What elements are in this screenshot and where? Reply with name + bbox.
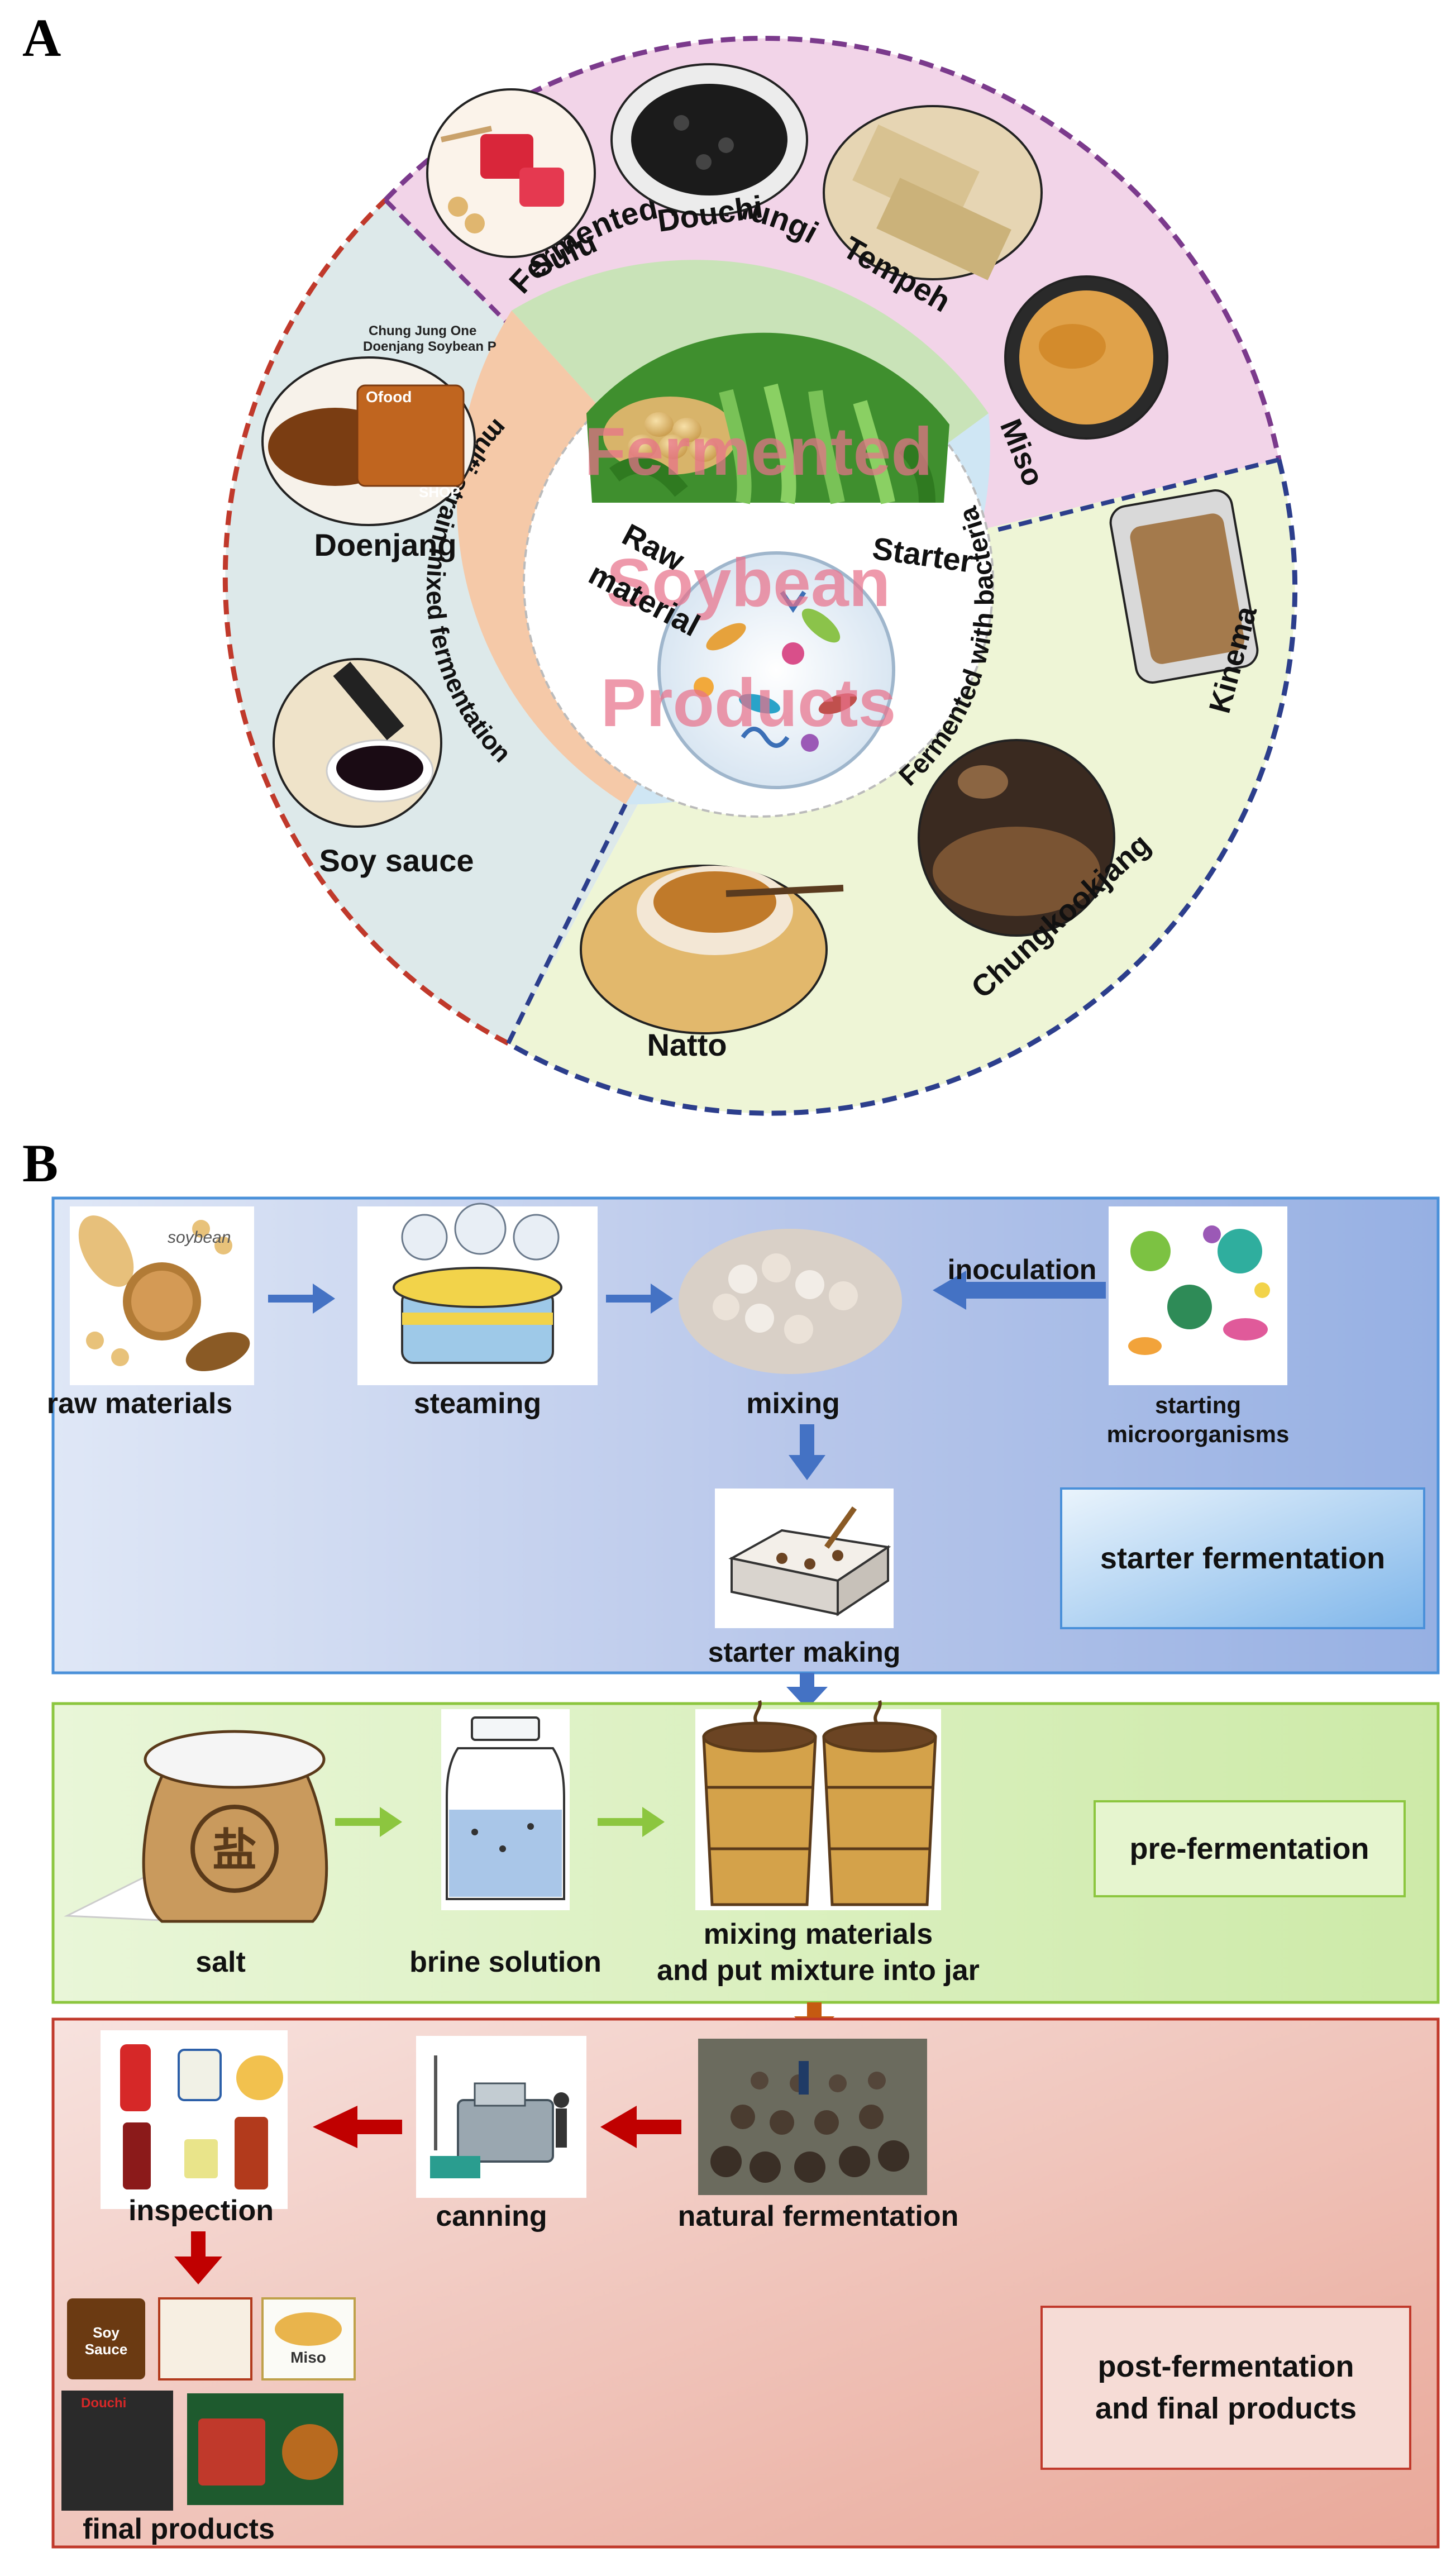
arrow-steaming-to-mixing: [606, 1284, 673, 1314]
jars-image: [695, 1700, 941, 1910]
mixing-materials-label-2: and put mixture into jar: [657, 1954, 980, 1987]
stage3-title-line-1: post-fermentation: [1098, 2350, 1354, 2383]
kinema-image: [1109, 489, 1259, 684]
microorganism-dish-image: [657, 551, 895, 789]
arrow-canning-to-inspection: [313, 2106, 402, 2148]
stage3-title-line-2: and final products: [1095, 2392, 1357, 2425]
miso-tag: Miso: [290, 2349, 326, 2366]
sufu-image: [426, 88, 596, 258]
soy-sauce-image: [273, 658, 442, 828]
stage-pre-fermentation: 盐 salt brine solution: [51, 1700, 1440, 2004]
canning-label: canning: [436, 2200, 547, 2232]
natural-fermentation-label: natural fermentation: [678, 2200, 959, 2232]
arrow-brine-to-jar: [598, 1807, 665, 1837]
raw-materials-label: raw materials: [47, 1387, 232, 1420]
stage-starter-fermentation: soybean raw materials steaming mixing: [47, 1196, 1440, 1675]
stage-post-fermentation: natural fermentation canning: [51, 2017, 1440, 2549]
raw-materials-image: soybean: [70, 1206, 254, 1385]
center-title: Fermented Soybean Products: [584, 413, 933, 741]
panel-b: B soybean raw materials: [22, 1133, 1440, 2549]
mixed-dashed-border: [222, 198, 510, 1046]
final-products-image: Soy Sauce Miso Douchi: [61, 2297, 356, 2511]
divider-fungi-mixed: [384, 198, 521, 337]
miso-image: [1004, 275, 1168, 440]
center-title-line-3: Products: [601, 665, 896, 741]
mixing-materials-label-1: mixing materials: [704, 1918, 933, 1950]
steaming-image: [357, 1203, 598, 1385]
natto-label: Natto: [647, 1027, 727, 1062]
starting-microorganisms-image: [1109, 1206, 1287, 1385]
ofood-brand-text: Ofood: [366, 388, 412, 406]
center-title-line-2: Soybean: [607, 545, 891, 621]
stage1-title-box: [1060, 1487, 1425, 1629]
steaming-label: steaming: [414, 1387, 541, 1420]
center-title-line-1: Fermented: [584, 413, 933, 489]
starting-micro-label-1: starting: [1155, 1392, 1241, 1418]
arrow-stage1-to-stage2: [786, 1673, 828, 1709]
mixing-image: [679, 1229, 902, 1374]
inspection-label: inspection: [128, 2195, 274, 2227]
panel-a-letter: A: [22, 8, 61, 68]
natto-image: [580, 865, 844, 1034]
doenjang-brand-text-1: Chung Jung One: [369, 323, 476, 338]
arrow-inspection-to-final: [174, 2231, 222, 2284]
salt-label: salt: [195, 1946, 246, 1978]
stage3-title-box: [1040, 2306, 1411, 2470]
bacteria-dashed-border: [507, 459, 1298, 1116]
brine-solution-image: [441, 1709, 570, 1910]
inoculation-label: inoculation: [948, 1254, 1097, 1285]
chungkookjang-image: [918, 739, 1115, 937]
starting-micro-label-2: microorganisms: [1107, 1421, 1290, 1447]
douchi-tag: Douchi: [81, 2396, 126, 2411]
arrow-salt-to-brine: [335, 1807, 402, 1837]
divider-bacteria-mixed: [506, 803, 628, 1044]
stage2-title: pre-fermentation: [1129, 1832, 1369, 1866]
salt-image: 盐: [64, 1730, 328, 1923]
doenjang-image: Chung Jung One Doenjang Soybean P Ofood …: [261, 323, 497, 526]
soybean-tag: soybean: [168, 1228, 231, 1247]
douchi-image: [610, 63, 808, 216]
final-products-label: final products: [83, 2513, 275, 2545]
soy-tag: Soy: [93, 2324, 120, 2341]
salt-character: 盐: [212, 1825, 257, 1875]
sauce-tag: Sauce: [85, 2341, 128, 2358]
inspection-image: [101, 2030, 288, 2209]
brine-solution-label: brine solution: [409, 1946, 602, 1978]
panel-b-letter: B: [22, 1133, 58, 1193]
arrow-natural-to-canning: [600, 2106, 681, 2148]
panel-a: A: [22, 8, 1298, 1116]
doenjang-label: Doenjang: [314, 527, 456, 562]
starter-making-label: starter making: [708, 1637, 901, 1668]
mixing-label: mixing: [746, 1387, 840, 1420]
shop-text: SHOP: [419, 484, 460, 500]
stage1-title: starter fermentation: [1100, 1542, 1385, 1575]
arrow-raw-to-steaming: [268, 1284, 335, 1314]
arrow-mixing-to-starter-making: [789, 1424, 825, 1480]
soybean-plant-image: [586, 332, 949, 504]
divider-fungi-bacteria: [994, 457, 1280, 533]
tempeh-image: [823, 105, 1043, 280]
stage2-title-box: [1094, 1800, 1406, 1897]
doenjang-brand-text-2: Doenjang Soybean P: [363, 339, 497, 354]
soy-sauce-label: Soy sauce: [319, 843, 474, 878]
starter-making-image: [715, 1489, 894, 1628]
arrow-inoculation: [933, 1271, 1106, 1310]
canning-image: [416, 2036, 586, 2198]
natural-fermentation-image: [698, 2039, 927, 2195]
